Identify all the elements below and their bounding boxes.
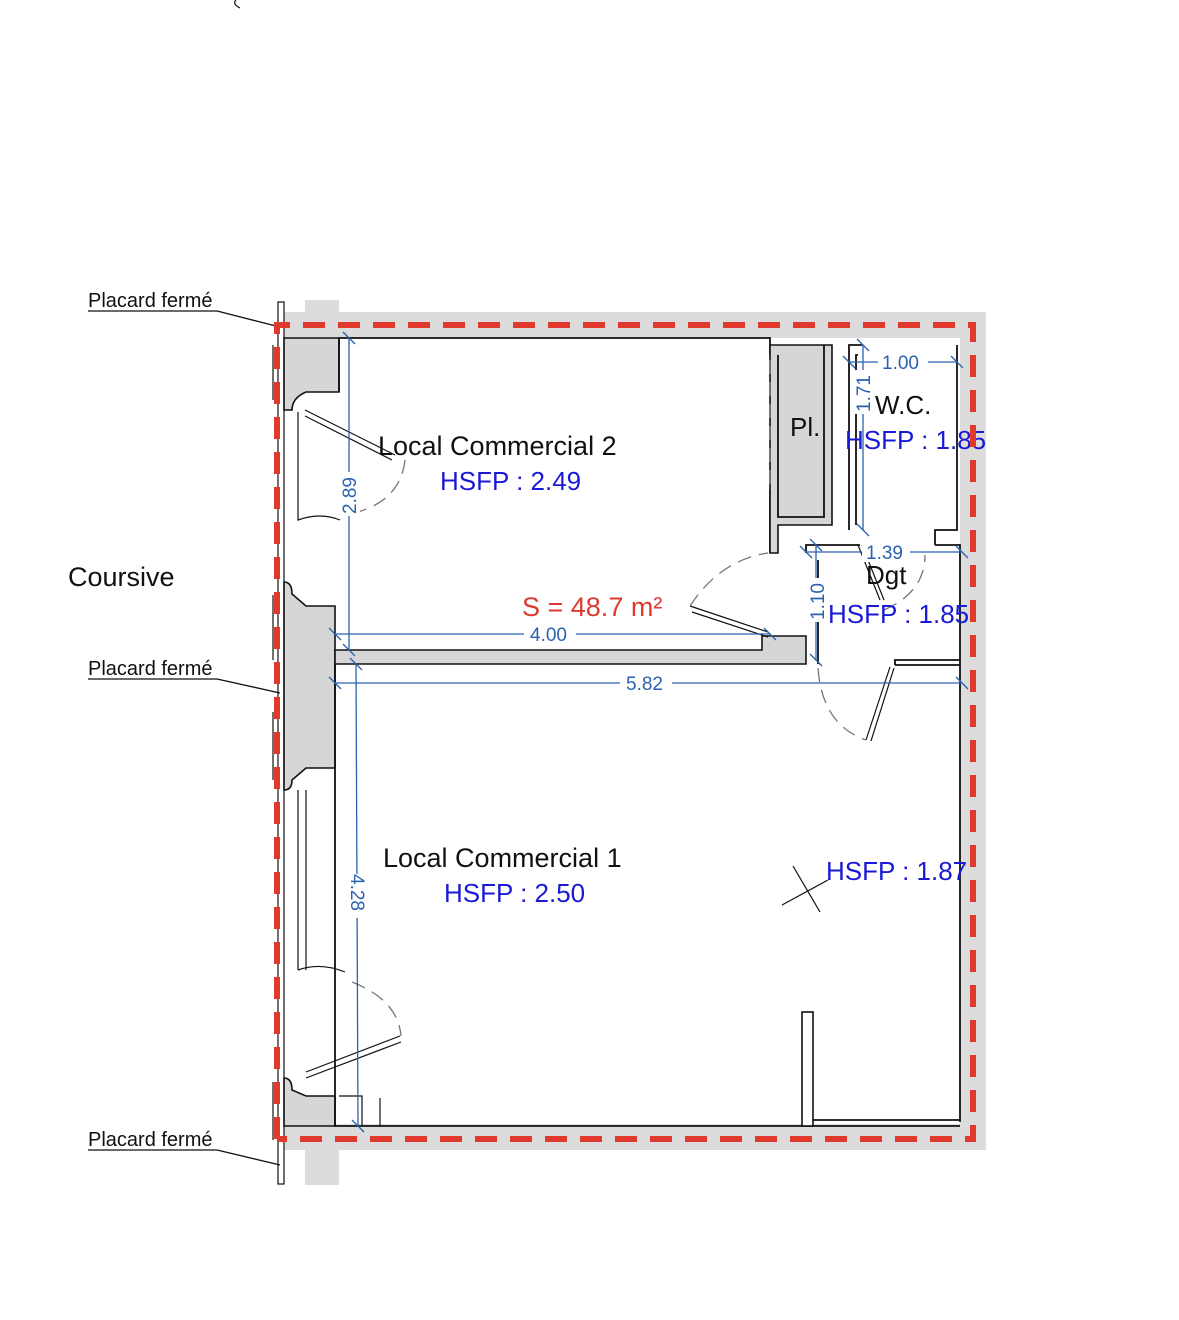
dim-2-89: 2.89 [340,477,361,514]
dim-1-39: 1.39 [866,543,903,564]
dim-1-00: 1.00 [882,353,919,374]
room-labels: Local Commercial 2 HSFP : 2.49 Pl. W.C. … [378,390,986,908]
room-hsfp-local2: HSFP : 2.49 [440,466,581,496]
dim-4-00: 4.00 [530,625,567,646]
placard-label-top: Placard fermé [88,290,213,312]
room-name-local2: Local Commercial 2 [378,431,617,461]
corner-hsfp: HSFP : 1.87 [826,856,967,886]
room-hsfp-dgt: HSFP : 1.85 [828,599,969,629]
dimension-labels: 2.89 4.00 5.82 4.28 1.00 1.71 1.39 1.10 [338,352,928,918]
room-name-local1: Local Commercial 1 [383,843,622,873]
room-hsfp-local1: HSFP : 2.50 [444,878,585,908]
surface-boundary [274,322,976,1142]
coursive-label: Coursive [68,562,175,592]
room-name-dgt: Dgt [866,560,907,590]
wall-piers [283,337,340,1127]
room-name-pl: Pl. [790,412,820,442]
top-fragment [234,0,241,9]
room-name-wc: W.C. [875,390,931,420]
facade-windows [297,412,346,973]
exterior-annotations: Coursive Placard fermé Placard fermé Pla… [68,290,281,1166]
dim-1-71: 1.71 [854,375,875,412]
surface-label: S = 48.7 m² [522,592,662,622]
dim-5-82: 5.82 [626,674,663,695]
placard-label-bottom: Placard fermé [88,1129,213,1151]
room-hsfp-wc: HSFP : 1.85 [845,425,986,455]
dim-4-28: 4.28 [346,874,367,911]
cross-marker [781,865,829,913]
dim-1-10: 1.10 [808,583,829,620]
placard-label-middle: Placard fermé [88,658,213,680]
